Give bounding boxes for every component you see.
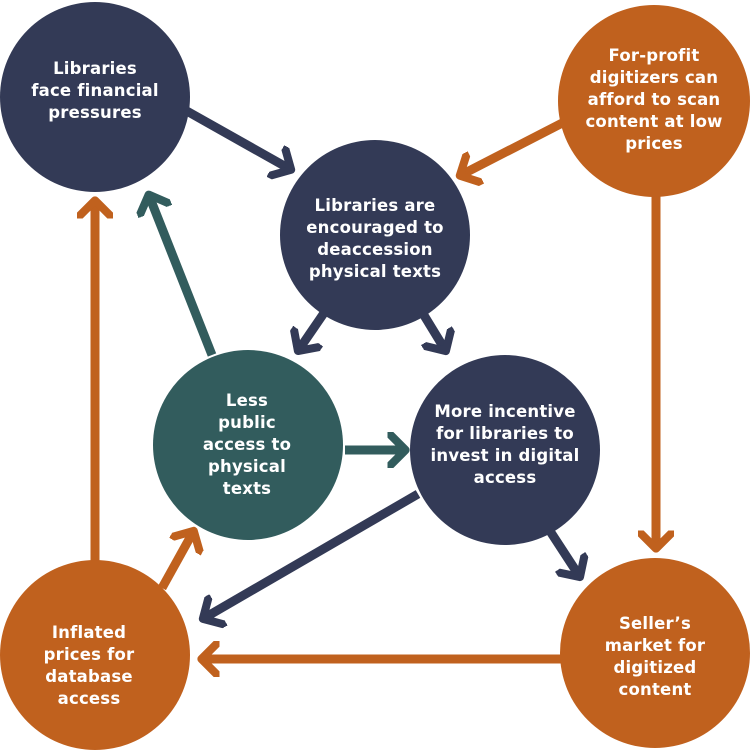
node-label: Inflated prices for database access <box>43 623 135 708</box>
node-label: Libraries face financial pressures <box>31 59 159 122</box>
node-label: For-profit digitizers can afford to scan… <box>585 46 723 153</box>
node-label: Less public access to physical texts <box>202 391 292 498</box>
node-deaccession: Libraries are encouraged to deaccession … <box>280 140 470 330</box>
node-digital-incentive: More incentive for libraries to invest i… <box>410 355 600 545</box>
arrow-financial-to-deaccession <box>182 106 288 168</box>
node-less-access: Less public access to physical texts <box>153 350 343 540</box>
arrow-less-access-to-financial <box>150 198 217 357</box>
arrow-digital-incentive-to-sellers-market <box>544 525 578 574</box>
node-label: Libraries are encouraged to deaccession … <box>306 196 444 281</box>
arrow-for-profit-to-deaccession <box>463 113 575 174</box>
arrow-inflated-prices-to-less-access <box>158 534 192 591</box>
arrow-deaccession-to-less-access <box>300 310 328 348</box>
node-label: Seller’s market for digitized content <box>604 614 706 699</box>
node-for-profit: For-profit digitizers can afford to scan… <box>558 5 750 197</box>
arrow-deaccession-to-digital-incentive <box>418 309 444 348</box>
node-sellers-market: Seller’s market for digitized content <box>560 558 750 748</box>
node-label: More incentive for libraries to invest i… <box>430 402 580 487</box>
node-inflated-prices: Inflated prices for database access <box>0 560 190 750</box>
node-financial-pressures: Libraries face financial pressures <box>0 2 190 192</box>
arrow-digital-incentive-to-inflated-prices <box>206 490 421 617</box>
